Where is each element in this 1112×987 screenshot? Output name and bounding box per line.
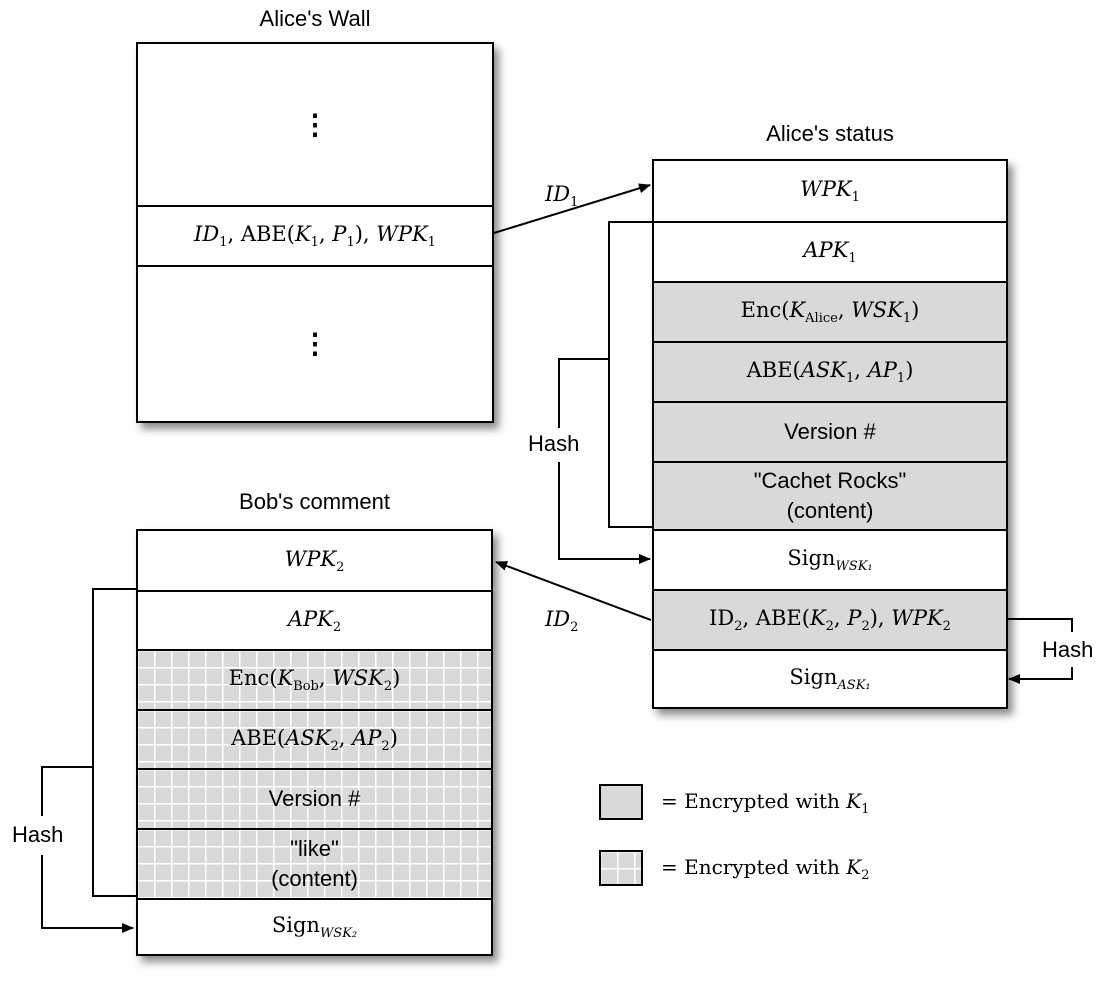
alice-status-box: WPK1 APK1 Enc(KAlice, WSK1) ABE(ASK1, AP… (652, 159, 1008, 709)
legend-k2-text: = Encrypted with K2 (661, 855, 870, 883)
status-sign-ask-row[interactable]: SignASK₁ (654, 649, 1006, 707)
status-hash-label: Hash (528, 431, 580, 457)
alice-wall-entry[interactable]: ID1, ABE(K1, P1), WPK1 (138, 205, 492, 265)
bob-content-row[interactable]: "like" (content) (138, 828, 491, 898)
bob-comment-box: WPK2 APK2 Enc(KBob, WSK2) ABE(ASK2, AP2)… (136, 529, 493, 956)
status-apk-row[interactable]: APK1 (654, 221, 1006, 281)
status-abe-row[interactable]: ABE(ASK1, AP1) (654, 341, 1006, 401)
status-enc-row[interactable]: Enc(KAlice, WSK1) (654, 281, 1006, 341)
legend-k1-swatch (599, 784, 643, 820)
alice-wall-title: Alice's Wall (259, 6, 371, 31)
status-version-row[interactable]: Version # (654, 401, 1006, 461)
bob-hash-label: Hash (12, 822, 64, 848)
vertical-ellipsis-icon: ⋮ (301, 328, 329, 359)
status-content-row[interactable]: "Cachet Rocks" (content) (654, 461, 1006, 529)
alice-wall-top-ellipsis: ⋮ (138, 44, 492, 205)
bob-wpk-row[interactable]: WPK2 (284, 546, 345, 575)
status-hash-line-top (558, 358, 609, 428)
bob-sign-wsk-row[interactable]: SignWSK₂ (138, 898, 491, 954)
status-comment-ref-row[interactable]: ID2, ABE(K2, P2), WPK2 (654, 589, 1006, 649)
alice-wall-box: ⋮ ID1, ABE(K1, P1), WPK1 ⋮ (136, 42, 494, 423)
id2-label: ID2 (545, 607, 579, 635)
right-hash-label: Hash (1042, 637, 1094, 663)
bob-enc-row[interactable]: Enc(KBob, WSK2) (138, 649, 491, 709)
vertical-ellipsis-icon: ⋮ (301, 108, 329, 140)
legend-k2-swatch (599, 850, 643, 886)
alice-status-title: Alice's status (766, 121, 894, 146)
bob-abe-row[interactable]: ABE(ASK2, AP2) (138, 709, 491, 768)
legend-k1-text: = Encrypted with K1 (661, 789, 870, 817)
bob-apk-row[interactable]: APK2 (138, 590, 491, 649)
status-hash-arrow (558, 462, 651, 564)
status-hash-bracket (608, 221, 652, 528)
right-hash-arrow (1008, 667, 1073, 684)
bob-hash-arrow (41, 855, 134, 933)
status-wpk-row[interactable]: WPK1 (800, 177, 860, 205)
alice-wall-bottom-ellipsis: ⋮ (138, 265, 492, 421)
bob-hash-line-top (41, 766, 93, 816)
bob-hash-bracket (92, 588, 136, 897)
status-sign-wsk-row[interactable]: SignWSK₁ (654, 529, 1006, 589)
id2-arrow (495, 561, 652, 621)
id1-arrow (493, 183, 651, 234)
bob-comment-title: Bob's comment (239, 489, 390, 514)
right-hash-line-top (1007, 618, 1073, 632)
bob-version-row[interactable]: Version # (138, 768, 491, 828)
id1-label: ID1 (545, 182, 579, 210)
